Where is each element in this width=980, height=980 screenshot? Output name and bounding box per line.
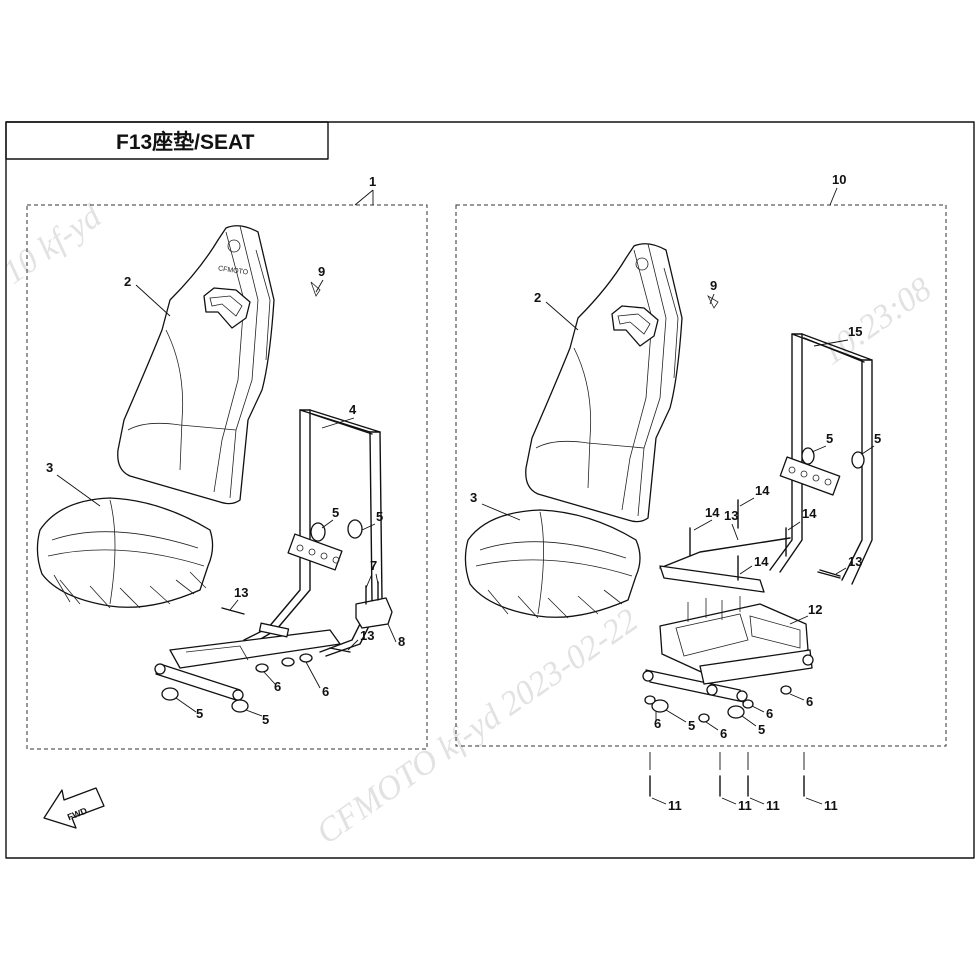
callout: 5 bbox=[376, 509, 383, 524]
callout: 3 bbox=[470, 490, 477, 505]
seat-cushion-left bbox=[36, 497, 214, 609]
callout: 11 bbox=[738, 798, 752, 813]
callout: 6 bbox=[720, 726, 727, 741]
svg-text:1: 1 bbox=[369, 174, 376, 189]
callout: 3 bbox=[46, 460, 53, 475]
callout: 11 bbox=[824, 798, 838, 813]
watermark-left: 10 kf-yd bbox=[0, 197, 109, 291]
callouts-right: 2 9 15 5 5 3 14 14 13 14 14 13 12 6 6 5 … bbox=[470, 278, 881, 813]
callout: 5 bbox=[332, 505, 339, 520]
callout: 6 bbox=[766, 706, 773, 721]
callout: 2 bbox=[124, 274, 131, 289]
watermark-time: 10:23:08 bbox=[815, 271, 938, 373]
sheet-frame bbox=[5, 121, 975, 859]
callout: 9 bbox=[710, 278, 717, 293]
seat-back-left: CFMOTO bbox=[117, 225, 275, 505]
seat-back-right bbox=[525, 243, 683, 523]
seat-slider-right bbox=[642, 596, 814, 703]
callout: 8 bbox=[398, 634, 405, 649]
callout: 5 bbox=[262, 712, 269, 727]
callout: 6 bbox=[654, 716, 661, 731]
callout: 11 bbox=[668, 798, 682, 813]
callout: 5 bbox=[874, 431, 881, 446]
seat-frame-right bbox=[659, 294, 873, 593]
assembly-label-1: 1 bbox=[354, 174, 376, 206]
callout: 11 bbox=[766, 798, 780, 813]
callout: 9 bbox=[318, 264, 325, 279]
callout: 5 bbox=[826, 431, 833, 446]
callout: 7 bbox=[370, 558, 377, 573]
callout: 14 bbox=[705, 505, 720, 520]
callout: 4 bbox=[349, 402, 357, 417]
callout: 13 bbox=[724, 508, 738, 523]
callout: 15 bbox=[848, 324, 862, 339]
assembly-label-10: 10 bbox=[829, 172, 846, 206]
callout: 14 bbox=[755, 483, 770, 498]
assembly-box-right bbox=[455, 204, 947, 747]
logo-text: CFMOTO bbox=[218, 265, 249, 276]
parts-small-left bbox=[161, 281, 393, 713]
callout: 14 bbox=[754, 554, 769, 569]
callout: 2 bbox=[534, 290, 541, 305]
callout: 5 bbox=[196, 706, 203, 721]
callout: 6 bbox=[806, 694, 813, 709]
callout: 13 bbox=[234, 585, 248, 600]
parts-small-right bbox=[644, 499, 841, 797]
callout: 13 bbox=[360, 628, 374, 643]
callout: 5 bbox=[758, 722, 765, 737]
callout: 5 bbox=[688, 718, 695, 733]
callout: 13 bbox=[848, 554, 862, 569]
callout: 6 bbox=[322, 684, 329, 699]
fwd-arrow-icon: FWD bbox=[43, 787, 105, 829]
callout: 6 bbox=[274, 679, 281, 694]
assembly-box-left bbox=[26, 204, 428, 750]
seat-cushion-right bbox=[464, 509, 641, 619]
callout: 14 bbox=[802, 506, 817, 521]
svg-text:10: 10 bbox=[832, 172, 846, 187]
callout: 12 bbox=[808, 602, 822, 617]
title-box bbox=[5, 121, 329, 160]
callouts-left: 2 9 3 4 5 5 7 13 13 8 6 6 5 5 bbox=[46, 264, 405, 727]
page-title: F13座垫/SEAT bbox=[116, 130, 255, 154]
